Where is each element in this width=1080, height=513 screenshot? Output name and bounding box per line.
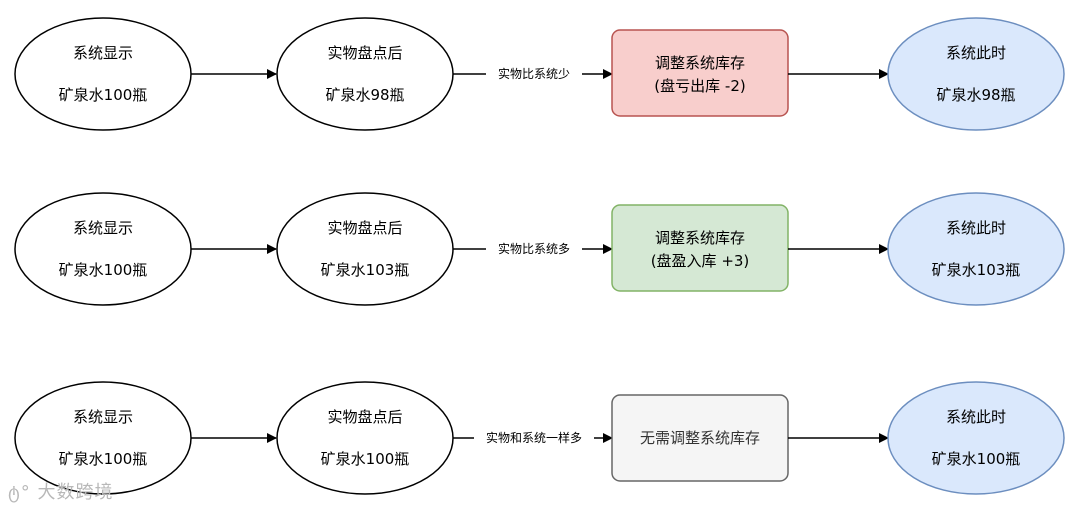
count-stock: 矿泉水98瓶 bbox=[325, 86, 404, 104]
edge-label: 实物和系统一样多 bbox=[486, 430, 582, 445]
system-stock: 矿泉水100瓶 bbox=[59, 261, 148, 279]
action-box bbox=[611, 29, 789, 117]
system-node: 系统显示 矿泉水100瓶 bbox=[14, 192, 192, 306]
result-ellipse bbox=[887, 192, 1065, 306]
action-line-1: 调整系统库存 bbox=[655, 229, 745, 247]
edge-label-bg bbox=[474, 429, 594, 447]
flow-row-2: 系统显示 矿泉水100瓶 实物盘点后 矿泉水100瓶 实物和系统一样多 无需调整… bbox=[14, 381, 1065, 495]
count-stock: 矿泉水103瓶 bbox=[321, 261, 410, 279]
result-label: 系统此时 bbox=[946, 219, 1006, 237]
system-node: 系统显示 矿泉水100瓶 bbox=[14, 381, 192, 495]
watermark-logo-icon: ტ° bbox=[8, 482, 31, 503]
action-line-1: 调整系统库存 bbox=[655, 54, 745, 72]
watermark-text: 大数跨境 bbox=[37, 482, 114, 503]
result-node: 系统此时 矿泉水98瓶 bbox=[887, 17, 1065, 131]
system-label: 系统显示 bbox=[73, 219, 133, 237]
action-line-1: 无需调整系统库存 bbox=[640, 429, 760, 447]
edge-label: 实物比系统多 bbox=[498, 241, 570, 256]
action-node: 无需调整系统库存 bbox=[611, 394, 789, 482]
edge-label-bg bbox=[486, 240, 582, 258]
result-node: 系统此时 矿泉水100瓶 bbox=[887, 381, 1065, 495]
result-stock: 矿泉水100瓶 bbox=[932, 450, 1021, 468]
count-node: 实物盘点后 矿泉水103瓶 bbox=[276, 192, 454, 306]
flow-row-1: 系统显示 矿泉水100瓶 实物盘点后 矿泉水103瓶 实物比系统多 调整系统库存… bbox=[14, 192, 1065, 306]
system-node: 系统显示 矿泉水100瓶 bbox=[14, 17, 192, 131]
count-label: 实物盘点后 bbox=[327, 408, 402, 426]
action-line-2: (盘亏出库 -2) bbox=[654, 77, 745, 95]
action-box bbox=[611, 204, 789, 292]
system-stock: 矿泉水100瓶 bbox=[59, 86, 148, 104]
action-node: 调整系统库存 (盘亏出库 -2) bbox=[611, 29, 789, 117]
result-label: 系统此时 bbox=[946, 408, 1006, 426]
system-stock: 矿泉水100瓶 bbox=[59, 450, 148, 468]
edge-label-bg bbox=[486, 65, 582, 83]
count-node: 实物盘点后 矿泉水98瓶 bbox=[276, 17, 454, 131]
result-ellipse bbox=[887, 17, 1065, 131]
count-node: 实物盘点后 矿泉水100瓶 bbox=[276, 381, 454, 495]
result-stock: 矿泉水103瓶 bbox=[932, 261, 1021, 279]
result-stock: 矿泉水98瓶 bbox=[936, 86, 1015, 104]
watermark: ტ° 大数跨境 bbox=[8, 478, 114, 504]
system-label: 系统显示 bbox=[73, 408, 133, 426]
action-node: 调整系统库存 (盘盈入库 +3) bbox=[611, 204, 789, 292]
count-label: 实物盘点后 bbox=[327, 219, 402, 237]
flow-row-0: 系统显示 矿泉水100瓶 实物盘点后 矿泉水98瓶 实物比系统少 调整系统库存 … bbox=[14, 17, 1065, 131]
result-node: 系统此时 矿泉水103瓶 bbox=[887, 192, 1065, 306]
edge-label: 实物比系统少 bbox=[498, 66, 570, 81]
result-ellipse bbox=[887, 381, 1065, 495]
count-label: 实物盘点后 bbox=[327, 44, 402, 62]
system-label: 系统显示 bbox=[73, 44, 133, 62]
action-line-2: (盘盈入库 +3) bbox=[651, 252, 750, 270]
count-stock: 矿泉水100瓶 bbox=[321, 450, 410, 468]
result-label: 系统此时 bbox=[946, 44, 1006, 62]
